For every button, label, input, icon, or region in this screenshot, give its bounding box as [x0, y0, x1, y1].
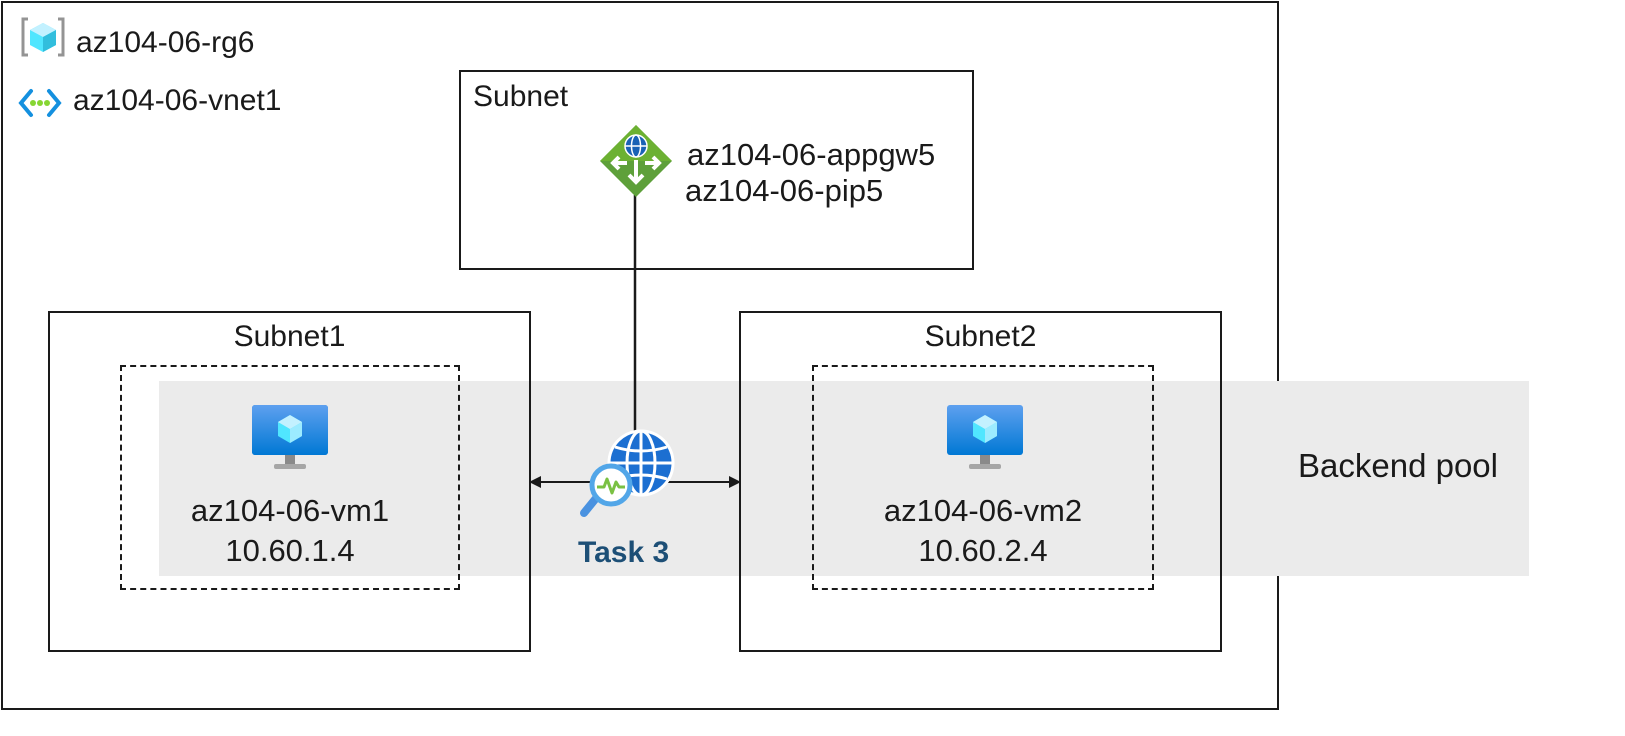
network-watcher-icon — [580, 429, 675, 517]
virtual-network-icon — [18, 89, 62, 117]
public-ip-name: az104-06-pip5 — [685, 173, 884, 208]
vm1-dashed-box — [120, 365, 460, 590]
subnet2-label: Subnet2 — [924, 320, 1037, 353]
resource-group-container — [1, 1, 1279, 710]
gateway-subnet-label: Subnet — [473, 80, 569, 113]
application-gateway-icon — [600, 125, 672, 197]
vnet-name: az104-06-vnet1 — [73, 84, 282, 117]
vm2-dashed-box — [812, 365, 1154, 590]
gateway-connector-line — [633, 195, 637, 435]
task-label: Task 3 — [578, 536, 670, 569]
vm1-ip: 10.60.1.4 — [225, 533, 355, 568]
gateway-subnet-box — [459, 70, 974, 270]
virtual-machine-icon — [252, 405, 328, 469]
resource-group-icon — [21, 17, 65, 57]
vm1-name: az104-06-vm1 — [190, 493, 390, 528]
backend-pool-band — [159, 381, 1529, 576]
vm2-name: az104-06-vm2 — [883, 493, 1083, 528]
virtual-machine-icon — [947, 405, 1023, 469]
vm2-ip: 10.60.2.4 — [918, 533, 1048, 568]
subnet1-label: Subnet1 — [233, 320, 346, 353]
backend-pool-label: Backend pool — [1298, 447, 1498, 484]
resource-group-name: az104-06-rg6 — [76, 26, 255, 59]
app-gateway-name: az104-06-appgw5 — [687, 137, 936, 172]
